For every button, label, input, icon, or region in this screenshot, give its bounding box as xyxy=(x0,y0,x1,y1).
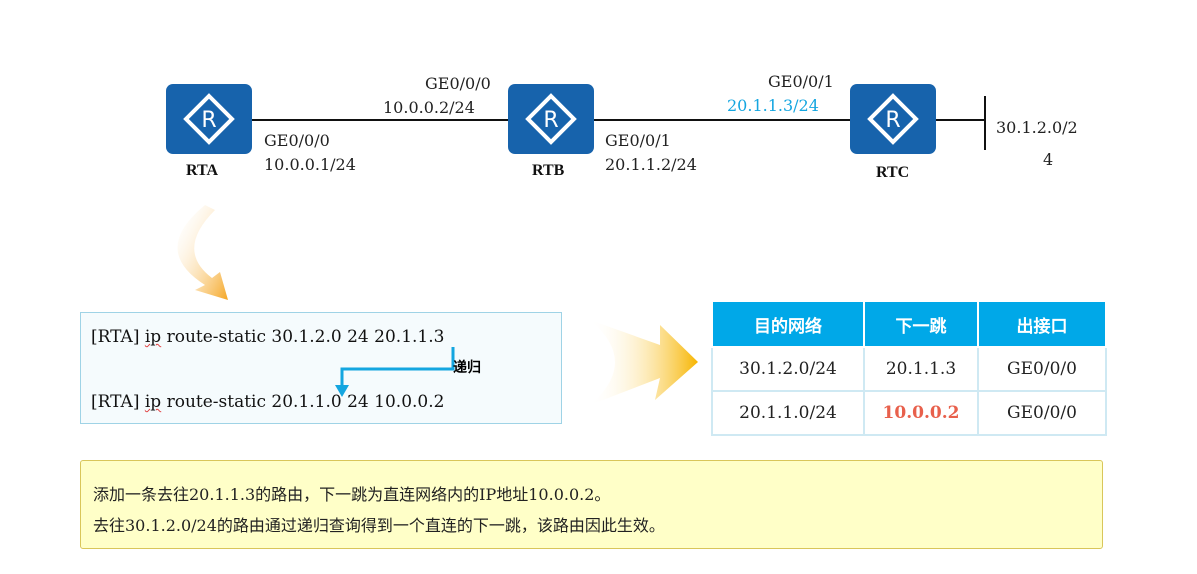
table-row: 30.1.2.0/24 20.1.1.3 GE0/0/0 xyxy=(711,346,1107,392)
interface-label: GE0/0/0 xyxy=(264,131,330,150)
keyword: ip xyxy=(144,327,162,347)
note-box: 添加一条去往20.1.1.3的路由，下一跳为直连网络内的IP地址10.0.0.2… xyxy=(80,460,1103,549)
router-icon: R xyxy=(867,93,919,145)
router-icon: R xyxy=(525,93,577,145)
recursion-label: 递归 xyxy=(453,360,481,376)
router-name: RTC xyxy=(876,164,910,181)
network-label: 4 xyxy=(1043,150,1054,169)
ip-label: 20.1.1.2/24 xyxy=(605,155,697,174)
ip-label: 20.1.1.3/24 xyxy=(727,96,819,115)
table-header: 目的网络 下一跳 出接口 xyxy=(711,300,1107,348)
command-box: [RTA] ip route-static 30.1.2.0 24 20.1.1… xyxy=(80,312,562,424)
router-icon: R xyxy=(183,93,235,145)
keyword: ip xyxy=(144,392,162,412)
right-arrow-icon xyxy=(590,320,698,405)
command-text: route-static 20.1.1.0 24 10.0.0.2 xyxy=(161,392,445,412)
cell: 20.1.1.0/24 xyxy=(711,390,865,436)
cell: 30.1.2.0/24 xyxy=(711,346,865,392)
router-rta: R xyxy=(166,84,252,154)
link-rtc-net xyxy=(934,119,986,121)
svg-text:R: R xyxy=(543,108,558,133)
curved-arrow-icon xyxy=(177,205,228,300)
command-line-1: [RTA] ip route-static 30.1.2.0 24 20.1.1… xyxy=(91,327,444,347)
column-header: 出接口 xyxy=(977,300,1107,348)
interface-label: GE0/0/1 xyxy=(605,131,671,150)
svg-text:R: R xyxy=(201,108,216,133)
router-name: RTB xyxy=(532,162,565,179)
table-row: 20.1.1.0/24 10.0.0.2 GE0/0/0 xyxy=(711,390,1107,436)
router-name: RTA xyxy=(186,162,219,179)
cell: GE0/0/0 xyxy=(977,346,1107,392)
network-segment xyxy=(984,96,986,150)
interface-label: GE0/0/1 xyxy=(768,72,834,91)
ip-label: 10.0.0.1/24 xyxy=(264,155,356,174)
note-line: 去往30.1.2.0/24的路由通过递归查询得到一个直连的下一跳，该路由因此生效… xyxy=(93,516,665,535)
network-label: 30.1.2.0/2 xyxy=(996,118,1078,137)
cell: 20.1.1.3 xyxy=(863,346,979,392)
router-rtb: R xyxy=(508,84,594,154)
svg-text:R: R xyxy=(885,108,900,133)
column-header: 下一跳 xyxy=(863,300,979,348)
command-line-2: [RTA] ip route-static 20.1.1.0 24 10.0.0… xyxy=(91,392,444,412)
column-header: 目的网络 xyxy=(711,300,865,348)
link-rtb-rtc xyxy=(592,119,854,121)
routing-table: 目的网络 下一跳 出接口 30.1.2.0/24 20.1.1.3 GE0/0/… xyxy=(711,300,1107,436)
interface-label: GE0/0/0 xyxy=(425,74,491,93)
prompt: [RTA] xyxy=(91,392,140,412)
prompt: [RTA] xyxy=(91,327,140,347)
cell-highlight: 10.0.0.2 xyxy=(863,390,979,436)
recursion-arrow-icon xyxy=(335,347,455,397)
router-rtc: R xyxy=(850,84,936,154)
ip-label: 10.0.0.2/24 xyxy=(383,98,475,117)
note-line: 添加一条去往20.1.1.3的路由，下一跳为直连网络内的IP地址10.0.0.2… xyxy=(93,485,611,504)
cell: GE0/0/0 xyxy=(977,390,1107,436)
command-text: route-static 30.1.2.0 24 20.1.1.3 xyxy=(161,327,445,347)
link-rta-rtb xyxy=(250,119,512,121)
